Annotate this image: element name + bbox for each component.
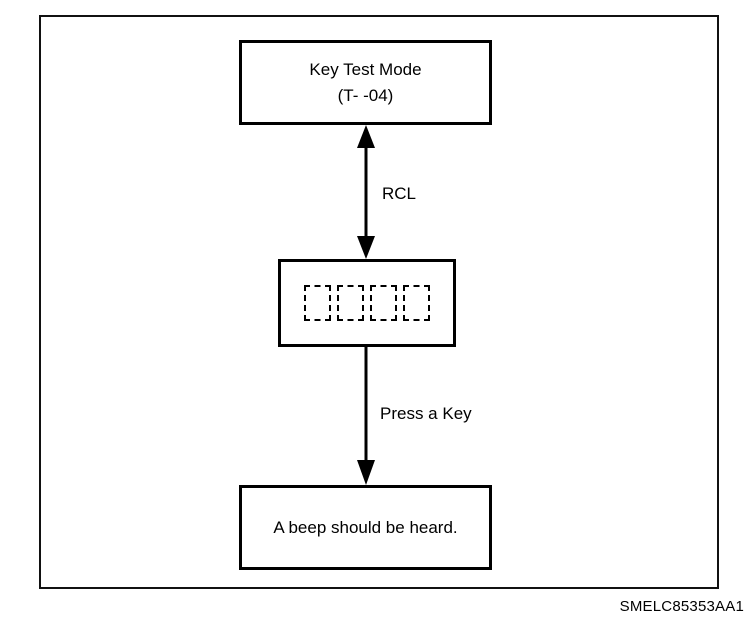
digit-slot xyxy=(304,285,331,321)
press-a-key-label: Press a Key xyxy=(380,404,472,423)
digit-slot xyxy=(403,285,430,321)
key-test-mode-code: (T- -04) xyxy=(337,85,394,105)
key-test-mode-title: Key Test Mode xyxy=(309,59,422,79)
figure-id: SMELC85353AA1 xyxy=(619,598,744,615)
digit-slot xyxy=(370,285,397,321)
beep-result-box: A beep should be heard. xyxy=(239,485,492,570)
press-arrow-head-down xyxy=(357,460,375,485)
rcl-arrow-head-up xyxy=(357,125,375,148)
diagram-frame xyxy=(39,15,719,589)
rcl-label: RCL xyxy=(382,184,417,203)
digit-slot xyxy=(337,285,364,321)
segment-display-box xyxy=(278,259,456,347)
rcl-arrow-head-down xyxy=(357,236,375,259)
beep-result-text: A beep should be heard. xyxy=(273,517,458,537)
key-test-mode-box: Key Test Mode (T- -04) xyxy=(239,40,492,125)
segment-digits xyxy=(304,285,430,321)
